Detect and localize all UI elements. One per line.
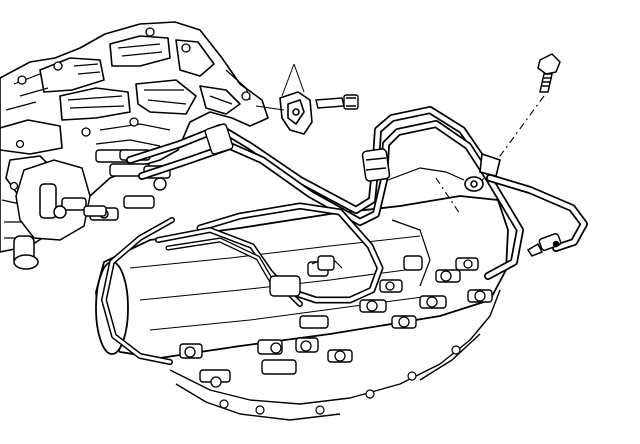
injector-nuts: [184, 259, 486, 388]
top-right-bolt: [537, 53, 561, 93]
engine-lower-bolts: [219, 345, 461, 415]
bracket-leader-lines: [255, 63, 305, 111]
line-clip-left: [204, 123, 234, 155]
line-coupler: [361, 148, 391, 182]
fuel-line-right-branch: [486, 174, 588, 252]
fuel-line-lower-loop: [196, 202, 384, 304]
center-line-dashed: [435, 95, 545, 215]
line-bracket: [279, 91, 313, 135]
bracket-bolt: [315, 94, 359, 110]
engine-lower-block: [169, 289, 501, 421]
engine-block-details: [1, 43, 251, 239]
junction-fitting: [464, 152, 501, 192]
right-end-fitting: [526, 233, 562, 257]
tank-sensor: [317, 255, 423, 271]
